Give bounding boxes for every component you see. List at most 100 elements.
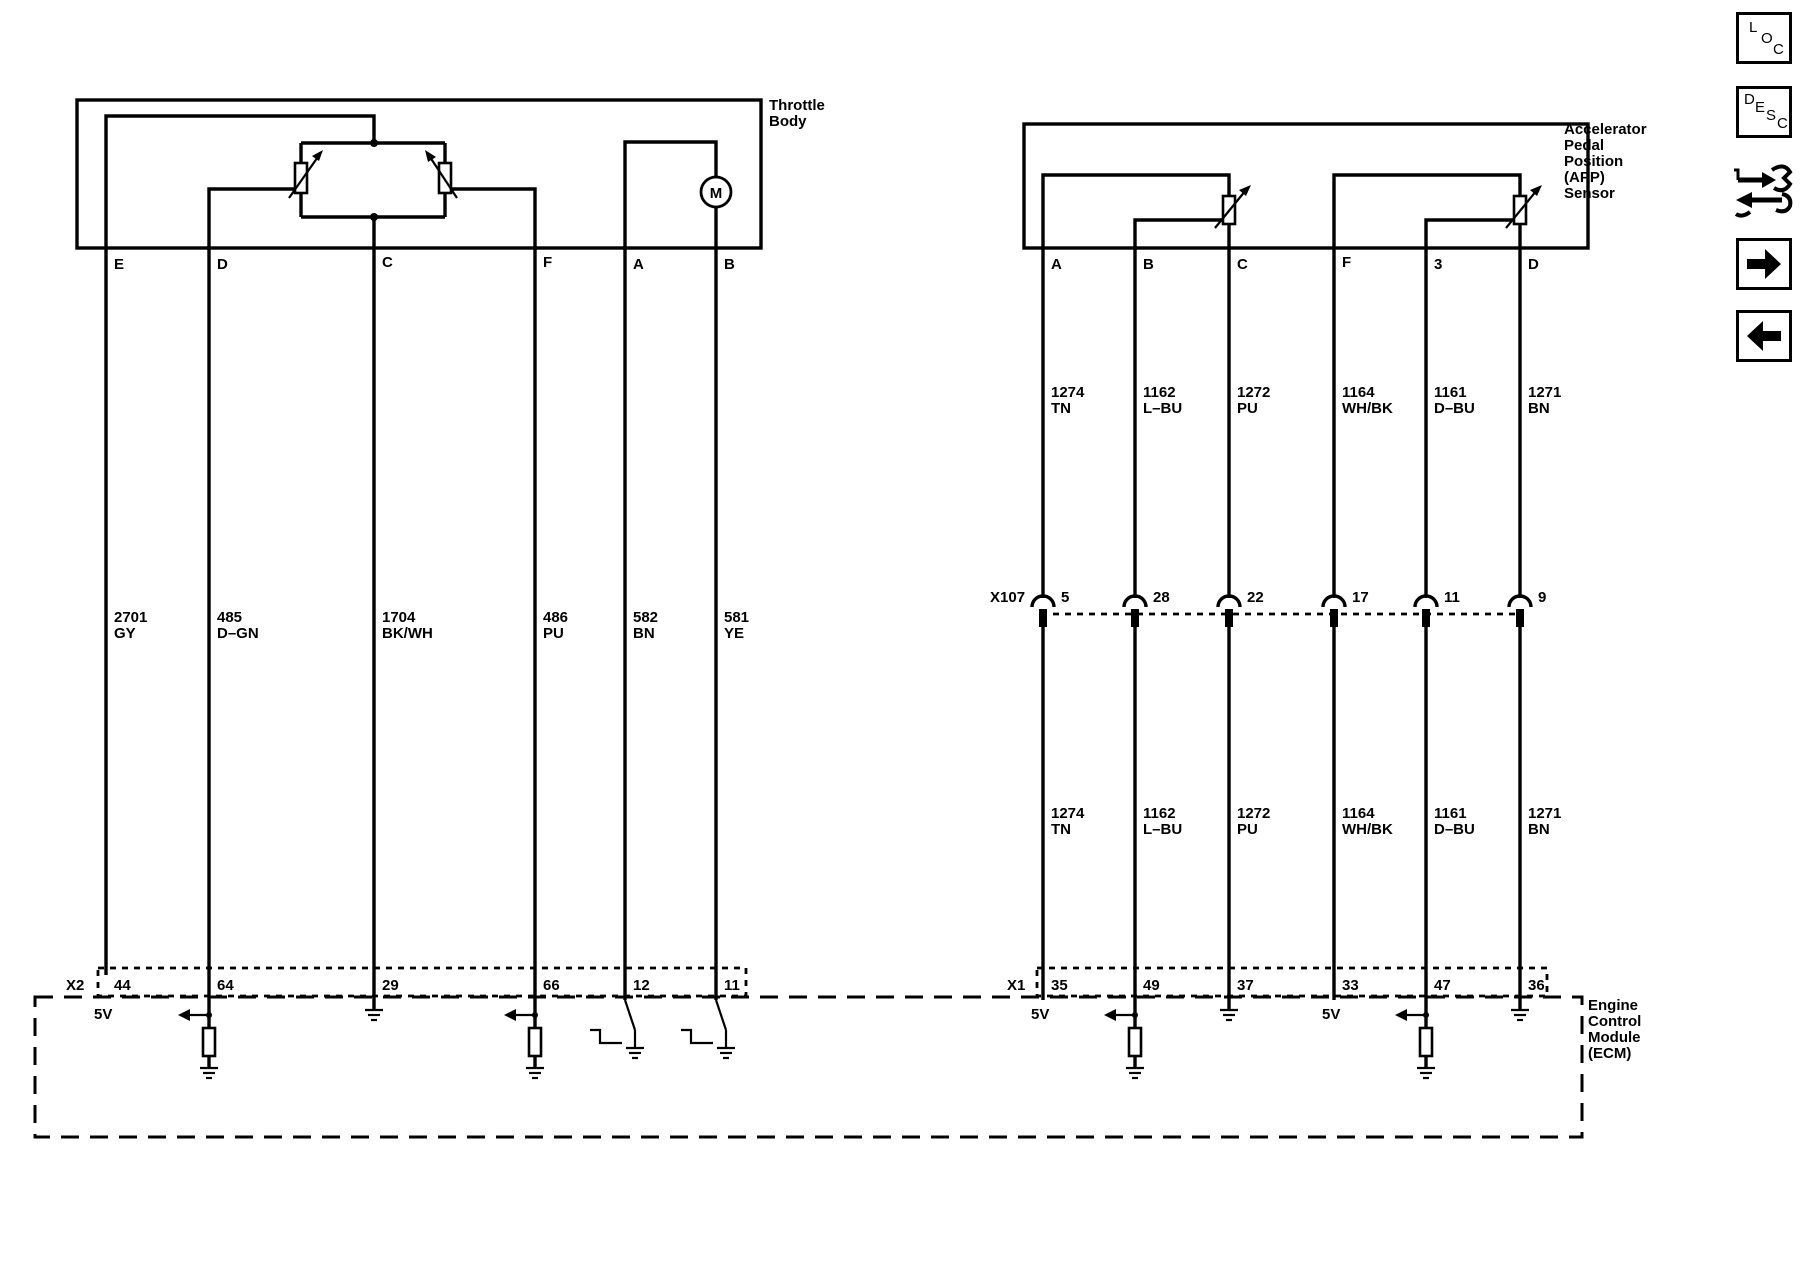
x107-arc-22: [1216, 594, 1242, 608]
connector-wrench-button[interactable]: [1732, 154, 1796, 222]
app2-signal-internal: [1424, 218, 1514, 248]
arrow-left-icon: [1747, 321, 1781, 351]
loc-char-c: C: [1773, 41, 1784, 58]
app-l-circuit-1164: 1164: [1342, 805, 1375, 822]
ecm-in-64-resistor: [201, 1026, 217, 1058]
throttle-d-internal: [207, 187, 295, 248]
app-l-color-1272: PU: [1237, 821, 1258, 838]
app-l-color-1162: L–BU: [1143, 821, 1182, 838]
app-wires-lower: [1041, 627, 1522, 1015]
ecm-in-66-resistor: [527, 1026, 543, 1058]
circuit-486: 486: [543, 609, 568, 626]
tb-pin-a: A: [633, 256, 644, 273]
x107-num-5: 5: [1061, 589, 1069, 606]
forward-button[interactable]: [1736, 238, 1792, 290]
tb-pin-e: E: [114, 256, 124, 273]
app-u-color-1271: BN: [1528, 400, 1550, 417]
app-l-color-1161: D–BU: [1434, 821, 1475, 838]
x107-pin-9: [1516, 609, 1524, 627]
app-pin-b: B: [1143, 256, 1154, 273]
desc-button[interactable]: D E S C: [1736, 86, 1792, 138]
app-u-color-1161: D–BU: [1434, 400, 1475, 417]
tps1-arrow: [312, 150, 323, 161]
arrow-right-icon: [1747, 249, 1781, 279]
x2-pin-12: 12: [633, 977, 650, 994]
app-l-color-1271: BN: [1528, 821, 1550, 838]
app-u-circuit-1272: 1272: [1237, 384, 1270, 401]
x107-num-17: 17: [1352, 589, 1369, 606]
throttle-e-internal: [104, 114, 376, 248]
x1-label: X1: [1007, 977, 1025, 994]
circuit-1704: 1704: [382, 609, 416, 626]
app-l-circuit-1161: 1161: [1434, 805, 1467, 822]
ecm-5v-44: 5V: [94, 1006, 112, 1023]
app2-ref-internal: [1332, 173, 1522, 248]
app-l-color-1274: TN: [1051, 821, 1071, 838]
throttle-body-box: [75, 98, 763, 250]
app-pin-d: D: [1528, 256, 1539, 273]
x107-arc-28: [1122, 594, 1148, 608]
app-label-5: Sensor: [1564, 185, 1615, 202]
app-u-color-1274: TN: [1051, 400, 1071, 417]
tb-pin-b: B: [724, 256, 735, 273]
x2-label: X2: [66, 977, 84, 994]
ecm-in-66-arrow: [504, 1009, 516, 1021]
desc-char-s: S: [1766, 107, 1777, 124]
app-u-circuit-1274: 1274: [1051, 384, 1085, 401]
x1-pin-37: 37: [1237, 977, 1254, 994]
app-u-color-1272: PU: [1237, 400, 1258, 417]
x2-pin-66: 66: [543, 977, 560, 994]
throttle-f-internal: [451, 187, 537, 248]
app2-arrow: [1530, 185, 1542, 196]
color-485: D–GN: [217, 625, 259, 642]
ecm-in-64-arrow: [178, 1009, 190, 1021]
x1-pin-33: 33: [1342, 977, 1359, 994]
x2-pin-29: 29: [382, 977, 399, 994]
tb-pin-f: F: [543, 254, 552, 271]
ground-49: [1126, 1066, 1144, 1080]
x1-pin-35: 35: [1051, 977, 1068, 994]
tb-pin-d: D: [217, 256, 228, 273]
app-u-circuit-1164: 1164: [1342, 384, 1375, 401]
app-l-circuit-1271: 1271: [1528, 805, 1561, 822]
ground-64: [200, 1066, 218, 1080]
app-u-circuit-1271: 1271: [1528, 384, 1561, 401]
ecm-grounds: [200, 1008, 1529, 1080]
desc-char-c: C: [1777, 115, 1788, 132]
ground-66: [526, 1066, 544, 1080]
app1-arrow: [1239, 185, 1251, 196]
app-u-color-1162: L–BU: [1143, 400, 1182, 417]
loc-button[interactable]: L O C: [1736, 12, 1792, 64]
circuit-2701: 2701: [114, 609, 147, 626]
app-l-color-1164: WH/BK: [1342, 821, 1393, 838]
throttle-wires: [104, 248, 718, 1015]
x107-pin-5: [1039, 609, 1047, 627]
ground-47: [1417, 1066, 1435, 1080]
ecm-in-47-arrow: [1395, 1009, 1407, 1021]
color-582: BN: [633, 625, 655, 642]
app-label-2: Pedal: [1564, 137, 1604, 154]
x1-pin-49: 49: [1143, 977, 1160, 994]
ecm-in-49-resistor: [1127, 1026, 1143, 1058]
x1-pin-36: 36: [1528, 977, 1545, 994]
x107-arc-9: [1507, 594, 1533, 608]
x107-num-22: 22: [1247, 589, 1264, 606]
ecm-in-49-arrow: [1104, 1009, 1116, 1021]
x107-label: X107: [990, 589, 1025, 606]
app-l-circuit-1272: 1272: [1237, 805, 1270, 822]
throttle-body-label-2: Body: [769, 113, 807, 130]
circuit-581: 581: [724, 609, 749, 626]
x107-num-28: 28: [1153, 589, 1170, 606]
desc-char-d: D: [1744, 91, 1755, 108]
ecm-5v-33: 5V: [1322, 1006, 1340, 1023]
app-sensor-box: [1022, 122, 1590, 250]
x107-arc-17: [1321, 594, 1347, 608]
app-pin-a: A: [1051, 256, 1062, 273]
loc-char-l: L: [1749, 19, 1758, 36]
app-l-circuit-1274: 1274: [1051, 805, 1085, 822]
loc-char-o: O: [1761, 30, 1773, 47]
throttle-body-label-1: Throttle: [769, 97, 825, 114]
color-581: YE: [724, 625, 744, 642]
back-button[interactable]: [1736, 310, 1792, 362]
app-wires-upper: [1041, 248, 1522, 598]
